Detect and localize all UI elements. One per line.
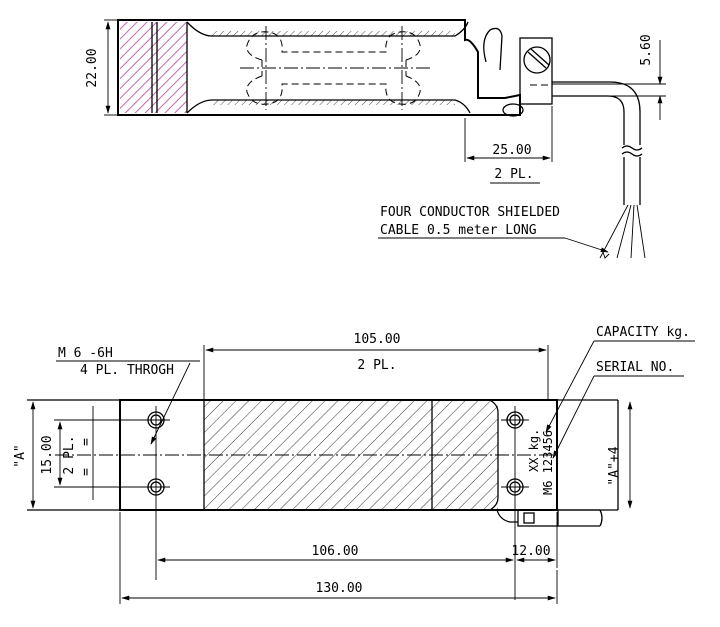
- side-view-length-dimension: 25.00: [492, 143, 531, 158]
- capacity-label: CAPACITY kg.: [596, 325, 690, 340]
- side-view-bone-cutout: [240, 26, 430, 110]
- svg-text:=: =: [79, 438, 94, 446]
- span-note: 2 PL.: [357, 358, 396, 373]
- side-view-wire-hook: [483, 27, 503, 71]
- cable-note-line-1: FOUR CONDUCTOR SHIELDED: [380, 205, 560, 220]
- overall-length-dimension: 130.00: [316, 581, 363, 596]
- body-marking-serial: M6 123456: [541, 430, 555, 495]
- top-view-connector: [517, 509, 559, 527]
- thread-note-line-2: 4 PL. THROGH: [80, 363, 174, 378]
- span-dimension: 105.00: [354, 332, 401, 347]
- side-view-bottom-gauge-hatch: [212, 100, 455, 105]
- serial-label: SERIAL NO.: [596, 360, 674, 375]
- end-dimension: 12.00: [511, 544, 550, 559]
- side-view-cable: [552, 81, 641, 145]
- side-view-gland-screw: [523, 46, 551, 74]
- side-view-cable-gland: [519, 37, 553, 105]
- side-view-section-hatch: [120, 22, 187, 113]
- body-marking-capacity: XX kg.: [527, 429, 541, 472]
- side-view: 22.00 5.60 25.00 2 PL. FOUR CONDUCTOR SH…: [85, 19, 666, 259]
- top-view-right-width-label: "A"+4: [607, 446, 622, 485]
- side-view-top-gauge-hatch: [212, 31, 455, 36]
- thread-note-line-1: M 6 -6H: [58, 346, 113, 361]
- side-view-height-dimension: 22.00: [85, 48, 100, 87]
- side-view-cable-offset-dimension: 5.60: [639, 34, 654, 65]
- svg-text:=: =: [79, 468, 94, 476]
- top-view: "A" "A"+4: [13, 325, 695, 604]
- hole-spacing-dimension: 15.00: [40, 435, 55, 474]
- hole-span-dimension: 106.00: [312, 544, 359, 559]
- side-view-wire-ends: [599, 204, 646, 259]
- side-view-length-note: 2 PL.: [494, 167, 533, 182]
- cable-note-line-2: CABLE 0.5 meter LONG: [380, 223, 537, 238]
- hole-spacing-note: 2 PL.: [62, 435, 77, 474]
- top-view-left-width-label: "A": [13, 444, 28, 467]
